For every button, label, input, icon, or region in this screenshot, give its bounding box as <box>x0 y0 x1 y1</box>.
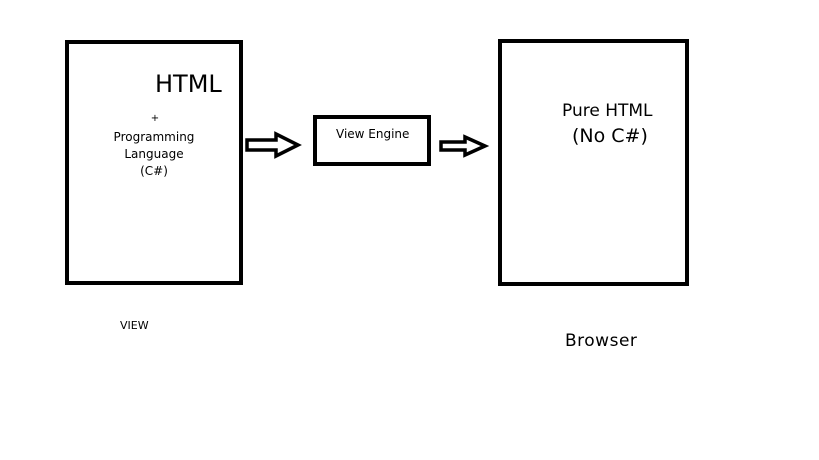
language-line-3: (C#) <box>140 164 168 178</box>
browser-no-csharp: (No C#) <box>572 125 648 147</box>
view-html-title: HTML <box>155 70 222 98</box>
view-engine-label: View Engine <box>336 127 410 141</box>
view-caption: VIEW <box>120 319 149 332</box>
browser-box <box>498 39 689 286</box>
language-line-1: Programming <box>113 130 195 144</box>
browser-pure-html: Pure HTML <box>562 101 653 121</box>
language-line-2: Language <box>124 147 184 161</box>
view-box <box>65 40 243 285</box>
browser-caption: Browser <box>565 331 638 351</box>
view-engine-box <box>313 115 431 166</box>
arrow-engine-to-browser <box>439 134 490 158</box>
view-plus-sign: + <box>150 113 160 124</box>
view-language-text: Programming Language (C#) <box>112 129 196 180</box>
arrow-view-to-engine <box>245 131 302 159</box>
